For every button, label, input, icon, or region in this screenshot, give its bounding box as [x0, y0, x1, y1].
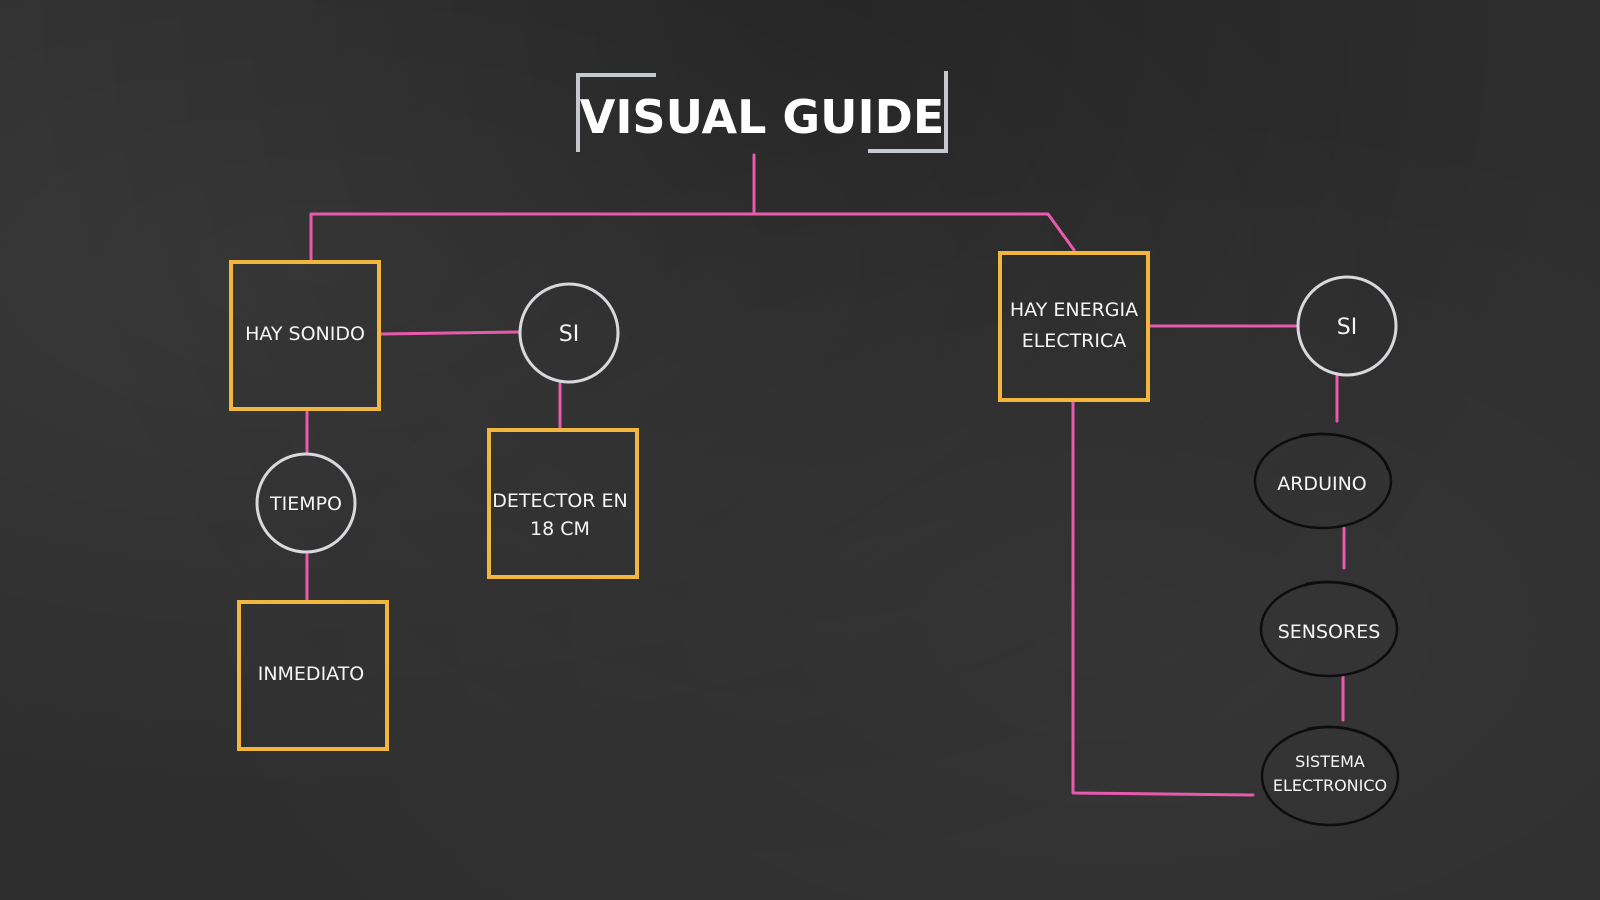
title-bracket-right: [868, 71, 948, 153]
title-bracket-left: [576, 73, 656, 152]
connector-energia-sistema: [1071, 400, 1255, 797]
inmediato-box: [237, 600, 389, 751]
arduino-label: ARDUINO: [1277, 473, 1367, 495]
connector-main-branch: [309, 212, 1076, 264]
hay-energia-label-line2: ELECTRICA: [1022, 330, 1127, 352]
title-frame: VISUAL GUIDE: [576, 71, 948, 153]
detector-box: [487, 428, 639, 579]
si-right-circle: [1296, 275, 1398, 377]
sensores-oval-stroke: [1305, 580, 1396, 619]
hay-sonido-box: [229, 260, 381, 411]
si-left-circle: [518, 282, 620, 384]
sensores-label: SENSORES: [1278, 621, 1381, 643]
arduino-oval-stroke: [1299, 432, 1390, 471]
inmediato-label: INMEDIATO: [258, 663, 365, 685]
hay-sonido-label: HAY SONIDO: [245, 323, 365, 345]
node-sensores: SENSORES: [1259, 580, 1399, 678]
si-right-label: SI: [1337, 315, 1357, 340]
detector-label-line1: DETECTOR EN: [492, 490, 628, 512]
node-hay-energia: HAY ENERGIA ELECTRICA: [998, 251, 1150, 402]
sistema-oval-stroke: [1306, 725, 1397, 764]
page-title: VISUAL GUIDE: [580, 90, 945, 144]
node-arduino: ARDUINO: [1253, 432, 1393, 530]
connectors: [305, 153, 1346, 797]
si-left-label: SI: [559, 322, 579, 347]
node-sistema-electronico: SISTEMA ELECTRONICO: [1260, 725, 1400, 827]
sistema-label-line2: ELECTRONICO: [1273, 776, 1387, 795]
node-tiempo: TIEMPO: [255, 452, 357, 554]
node-si-left: SI: [518, 282, 620, 384]
connector-sonido-si: [378, 330, 522, 336]
node-inmediato: INMEDIATO: [237, 600, 389, 751]
tiempo-circle: [255, 452, 357, 554]
node-detector: DETECTOR EN 18 CM: [487, 428, 639, 579]
tiempo-label: TIEMPO: [269, 493, 342, 515]
node-si-right: SI: [1296, 275, 1398, 377]
hay-energia-label-line1: HAY ENERGIA: [1010, 299, 1138, 321]
detector-label-line2: 18 CM: [530, 518, 590, 540]
node-hay-sonido: HAY SONIDO: [229, 260, 381, 411]
sistema-label-line1: SISTEMA: [1295, 752, 1365, 771]
hay-energia-box: [998, 251, 1150, 402]
